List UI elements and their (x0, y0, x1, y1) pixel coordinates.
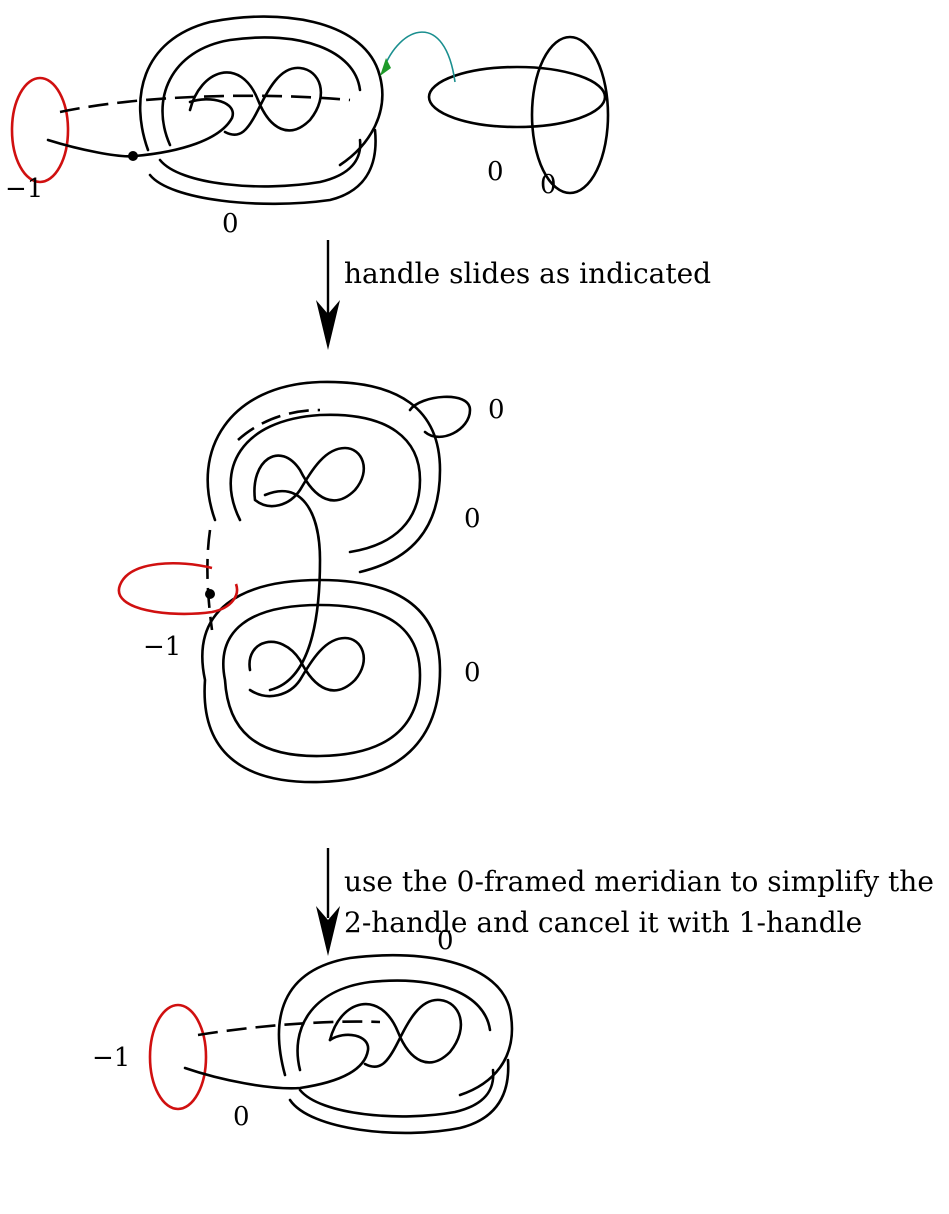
slide-arrow (382, 31, 456, 83)
step1-caption: handle slides as indicated (344, 257, 711, 290)
step2-caption-line2: 2-handle and cancel it with 1-handle (344, 906, 862, 939)
stage3-label-small: 0 (233, 1102, 250, 1132)
step1-arrowhead (316, 300, 340, 350)
stage3-label-top: 0 (437, 926, 454, 956)
stage2-upper-outer (206, 380, 442, 574)
stage1-label-red: −1 (5, 174, 43, 204)
stage2-small-loop (408, 395, 472, 439)
stage2-label-red: −1 (143, 632, 181, 662)
stage2-dot (205, 589, 215, 599)
stage1-mid-curve (161, 36, 362, 147)
stage1-dot (128, 151, 138, 161)
stage1-red-unknot (10, 76, 70, 184)
stage2-lower-outer (201, 578, 442, 784)
stage3-outer-curve (277, 953, 514, 1097)
step2-arrowhead (316, 906, 340, 956)
step2-arrow: use the 0-framed meridian to simplify th… (316, 848, 934, 956)
stage2-red-loop (117, 561, 239, 616)
stage1-diagram: −1 0 0 0 (5, 15, 610, 239)
stage3-red-unknot (148, 1003, 208, 1111)
stage1-label-hopf-b: 0 (540, 170, 557, 200)
stage1-label-main: 0 (222, 209, 239, 239)
step1-arrow: handle slides as indicated (316, 240, 711, 350)
stage3-bottom-curve-2 (298, 1068, 495, 1118)
stage3-handle-front (183, 1033, 370, 1090)
stage1-twist (188, 66, 323, 137)
stage2-lower-mid (222, 603, 422, 758)
stage2-label-lower: 0 (464, 658, 481, 688)
stage3-label-red: −1 (92, 1043, 130, 1073)
stage1-outer-curve (138, 15, 384, 167)
stage2-connecting-band (263, 489, 322, 692)
stage2-label-small-loop: 0 (488, 395, 505, 425)
stage1-handle-back (59, 94, 351, 114)
stage3-mid-curve (296, 979, 492, 1072)
stage2-label-upper: 0 (464, 504, 481, 534)
stage2-upper-dashed (237, 408, 321, 441)
stage2-diagram: 0 0 0 −1 (117, 380, 505, 784)
stage3-handle-back (197, 1020, 381, 1037)
stage3-twist (328, 998, 463, 1069)
stage2-upper-mid (229, 413, 422, 554)
stage1-handle-front (46, 98, 235, 158)
slide-arrowhead (380, 58, 391, 76)
stage1-bottom-curve (148, 128, 377, 206)
stage2-lower-twist (248, 636, 366, 698)
stage2-dashed-strand (206, 529, 214, 631)
stage1-bottom-curve-2 (158, 138, 362, 188)
stage1-label-hopf-a: 0 (487, 157, 504, 187)
stage3-diagram: 0 −1 0 (92, 926, 514, 1135)
stage3-bottom-curve (288, 1058, 510, 1135)
stage1-hopf-horizontal (427, 65, 607, 129)
stage2-upper-twist (253, 446, 366, 508)
step2-caption-line1: use the 0-framed meridian to simplify th… (344, 865, 934, 898)
stage1-hopf-vertical (530, 35, 610, 195)
